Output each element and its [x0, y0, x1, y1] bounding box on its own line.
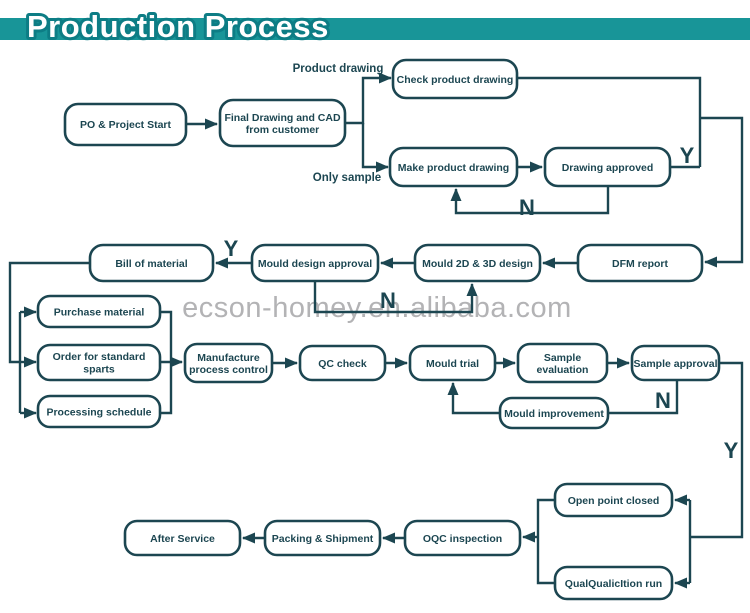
node-sample-approval: Sample approval — [630, 344, 721, 382]
edge-designapproval-n-loop — [313, 281, 478, 314]
node-make-product-drawing-box — [388, 146, 519, 188]
node-bill-of-material: Bill of material — [88, 243, 215, 283]
node-after-service-box — [123, 519, 242, 557]
label-product-drawing: Product drawing — [293, 63, 384, 75]
node-final-drawing-label2: from customer — [246, 124, 320, 136]
node-mould-2d3d-design-label: Mould 2D & 3D design — [422, 258, 533, 270]
node-mould-design-approval: Mould design approval — [250, 243, 380, 283]
node-sample-evaluation-box — [516, 342, 609, 384]
node-bill-of-material-label: Bill of material — [115, 258, 187, 270]
label-n-sample-approval: N — [655, 388, 671, 413]
node-bill-of-material-box — [88, 243, 215, 283]
edge-labels: Product drawing Only sample Y N Y N N Y — [224, 63, 739, 463]
node-check-product-drawing: Check product drawing — [391, 58, 519, 100]
edge-leftmerge-vertical — [536, 498, 555, 585]
node-mould-2d3d-design-box — [413, 243, 542, 283]
edge-check-merge — [517, 76, 702, 167]
edge-finaldrawing-to-make — [361, 123, 389, 173]
edge-sampleapproval-n-to-improvement — [608, 380, 679, 415]
node-mould-improvement: Mould improvement — [498, 396, 610, 430]
node-processing-schedule-label: Processing schedule — [46, 407, 151, 419]
node-mould-improvement-label: Mould improvement — [504, 408, 604, 420]
node-order-standard-parts: Order for standard sparts — [36, 343, 162, 382]
node-po-project-start: PO & Project Start — [63, 102, 188, 147]
node-mould-2d3d-design: Mould 2D & 3D design — [413, 243, 542, 283]
edge-sampleapproval-y-down — [690, 361, 744, 539]
node-dfm-report-label: DFM report — [612, 258, 669, 270]
node-po-project-start-box — [63, 102, 188, 147]
header-band — [0, 18, 750, 40]
node-mould-design-approval-box — [250, 243, 380, 283]
node-mould-design-approval-label: Mould design approval — [258, 258, 372, 270]
node-purchase-material-box — [36, 294, 162, 329]
flow-connectors — [8, 72, 744, 589]
node-check-product-drawing-label: Check product drawing — [397, 74, 514, 86]
watermark: ecson-homey.en.alibaba.com — [182, 292, 572, 324]
node-purchase-material: Purchase material — [36, 294, 162, 329]
label-n-drawing-approved: N — [519, 195, 535, 220]
node-qualification-run: QualQualicItion run — [553, 565, 674, 601]
node-sample-approval-label: Sample approval — [633, 358, 717, 370]
node-drawing-approved: Drawing approved — [543, 146, 672, 188]
node-qualification-run-box — [553, 565, 674, 601]
node-dfm-report-box — [576, 243, 704, 283]
node-check-product-drawing-box — [391, 58, 519, 100]
node-open-point-closed-box — [553, 482, 674, 518]
node-po-project-start-label: PO & Project Start — [80, 119, 172, 131]
node-mould-trial-label: Mould trial — [426, 358, 479, 370]
page-title: Production Process — [27, 9, 329, 44]
node-drawing-approved-label: Drawing approved — [562, 162, 654, 174]
node-packing-shipment: Packing & Shipment — [263, 519, 382, 557]
edge-finaldrawing-to-check — [345, 72, 392, 125]
node-drawing-approved-box — [543, 146, 672, 188]
label-only-sample: Only sample — [313, 172, 381, 184]
node-packing-shipment-box — [263, 519, 382, 557]
node-open-point-closed: Open point closed — [553, 482, 674, 518]
label-n-mould-design: N — [380, 288, 396, 313]
flow-nodes: PO & Project Start Final Drawing and CAD… — [36, 58, 721, 601]
node-mould-improvement-box — [498, 396, 610, 430]
node-mould-trial: Mould trial — [408, 344, 497, 382]
node-manufacture-process-control: Manufacture process control — [183, 342, 274, 384]
node-sample-evaluation: Sample evaluation — [516, 342, 609, 384]
node-manufacture-process-control-label1: Manufacture — [197, 352, 260, 364]
node-qc-check: QC check — [298, 344, 387, 382]
node-manufacture-process-control-label2: process control — [189, 364, 268, 376]
label-y-sample-approval: Y — [724, 438, 739, 463]
edge-bill-to-leftbus — [8, 261, 90, 364]
node-oqc-inspection-label: OQC inspection — [423, 533, 502, 545]
node-qc-check-box — [298, 344, 387, 382]
node-oqc-inspection: OQC inspection — [403, 519, 522, 557]
label-y-mould-design: Y — [224, 236, 239, 261]
node-order-standard-parts-label1: Order for standard — [53, 351, 146, 363]
edge-merge-to-dfm — [700, 116, 744, 268]
node-packing-shipment-label: Packing & Shipment — [272, 533, 374, 545]
node-dfm-report: DFM report — [576, 243, 704, 283]
node-qc-check-label: QC check — [318, 358, 367, 370]
node-final-drawing-label1: Final Drawing and CAD — [224, 112, 341, 124]
node-after-service: After Service — [123, 519, 242, 557]
node-processing-schedule: Processing schedule — [36, 394, 162, 429]
node-make-product-drawing-label: Make product drawing — [398, 162, 509, 174]
node-make-product-drawing: Make product drawing — [388, 146, 519, 188]
label-y-drawing-approved: Y — [680, 143, 695, 168]
node-final-drawing-box — [218, 98, 347, 148]
node-qualification-run-label: QualQualicItion run — [565, 578, 662, 590]
node-purchase-material-label: Purchase material — [54, 307, 145, 319]
node-manufacture-process-control-box — [183, 342, 274, 384]
node-open-point-closed-label: Open point closed — [568, 495, 660, 507]
node-sample-approval-box — [630, 344, 721, 382]
node-final-drawing: Final Drawing and CAD from customer — [218, 98, 347, 148]
node-processing-schedule-box — [36, 394, 162, 429]
edge-approved-n-loop — [450, 186, 610, 215]
edge-improvement-to-mouldtrial — [447, 382, 500, 415]
node-sample-evaluation-label2: evaluation — [537, 364, 589, 376]
node-oqc-inspection-box — [403, 519, 522, 557]
node-sample-evaluation-label1: Sample — [544, 352, 582, 364]
node-after-service-label: After Service — [150, 533, 215, 545]
node-mould-trial-box — [408, 344, 497, 382]
node-order-standard-parts-label2: sparts — [83, 364, 115, 376]
node-order-standard-parts-box — [36, 343, 162, 382]
